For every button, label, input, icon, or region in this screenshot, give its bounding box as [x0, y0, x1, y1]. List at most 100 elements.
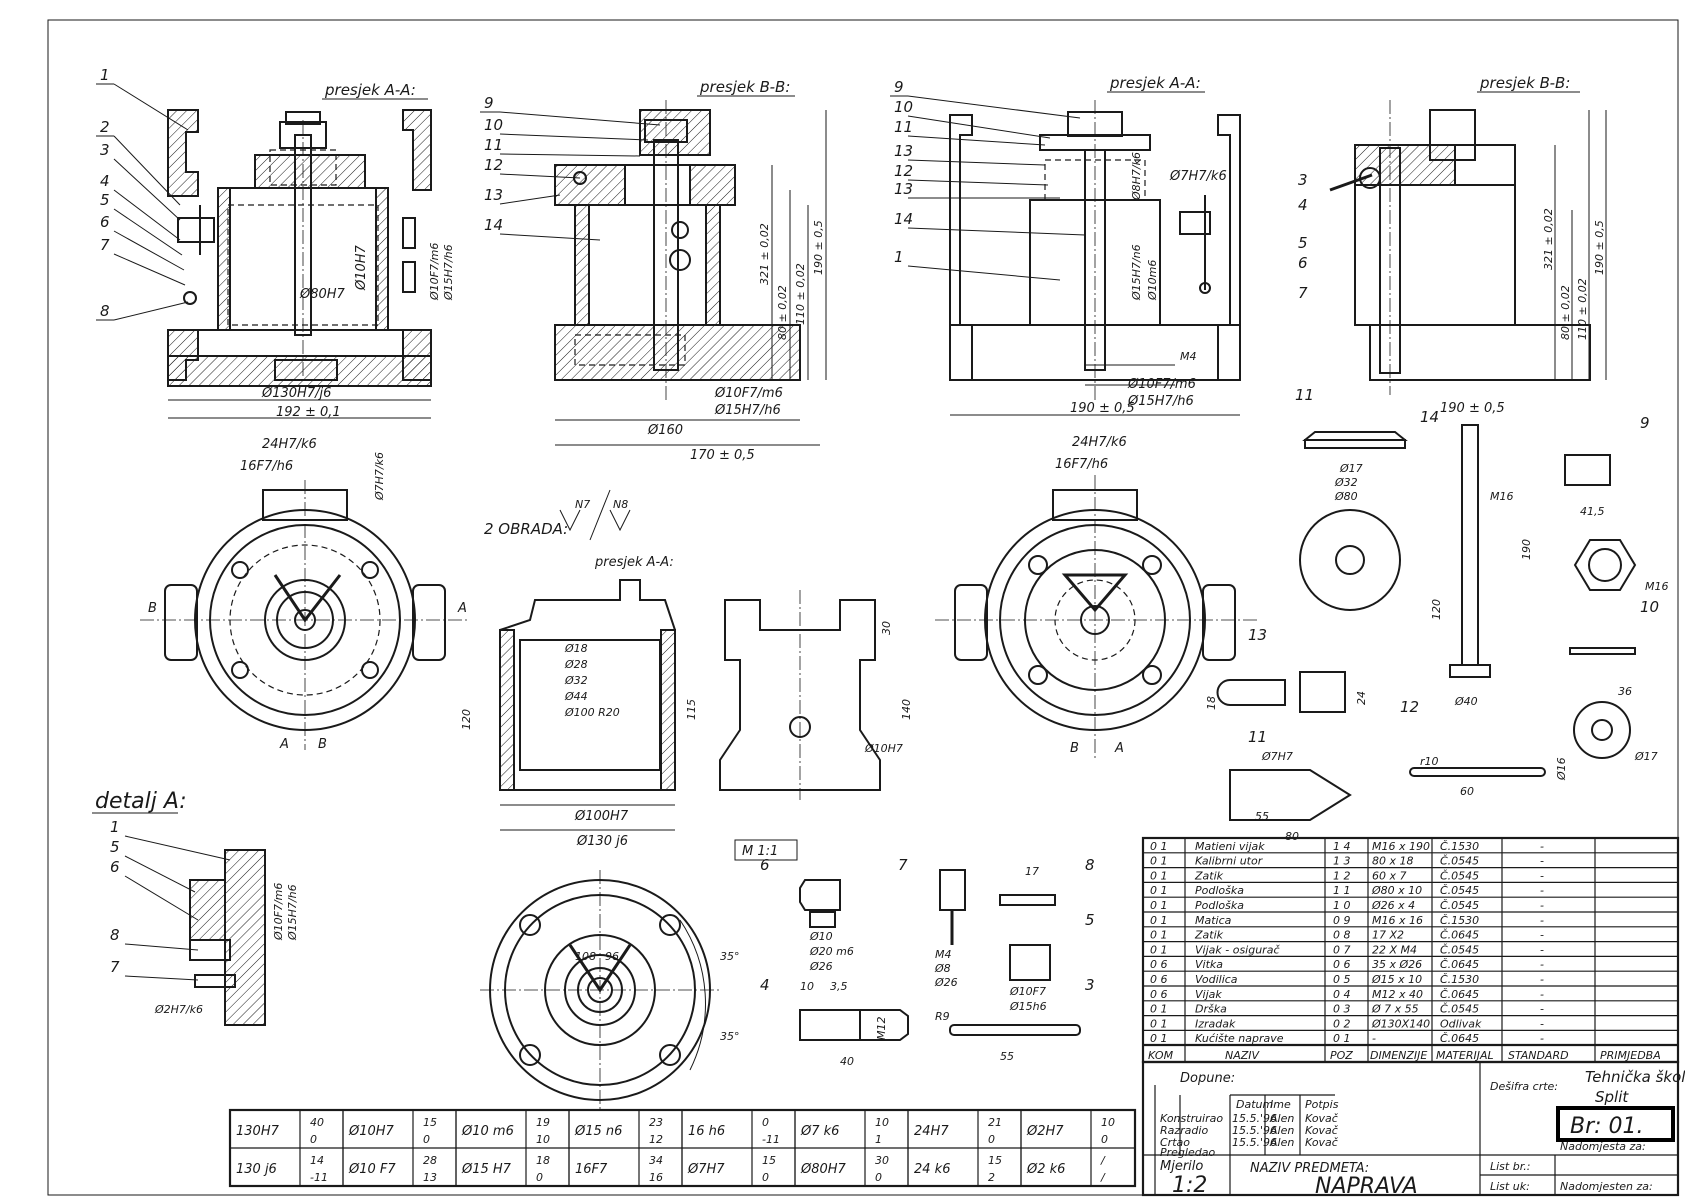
- dim-ps-ø16: Ø16: [1555, 757, 1568, 781]
- view-2-title: presjek B-B:: [699, 78, 790, 96]
- dim-v2-4: Ø15H7/h6: [714, 403, 781, 418]
- dim-v1-2: 192 ± 0,1: [276, 405, 341, 420]
- dim-v3-8: M4: [1180, 350, 1197, 363]
- dim-ps-190b: 190 ± 0,5: [1440, 401, 1505, 416]
- fit-row2-7-upper: /: [1100, 1154, 1106, 1167]
- fit-row1-6-upper: 21: [988, 1116, 1002, 1129]
- dim-ps-r10: r10: [1420, 755, 1439, 768]
- bom-row-5-kom: 0 1: [1150, 914, 1168, 927]
- view-4-title: presjek B-B:: [1479, 74, 1570, 92]
- bom-row-13-kom: 0 1: [1150, 1032, 1168, 1045]
- part-numbers-left: 1 2 3 4 5 6 7 8: [96, 66, 189, 321]
- dim-v4-3: 110 ± 0,02: [1576, 278, 1589, 340]
- fit-row1-1-lower: 0: [423, 1133, 430, 1146]
- fit-row1-6-lower: 0: [988, 1133, 995, 1146]
- tb-school-h: Dešifra crte:: [1490, 1080, 1558, 1093]
- svg-text:6: 6: [760, 856, 770, 874]
- dim-ps-41: 41,5: [1580, 505, 1605, 518]
- dim-pm-m12: M12: [875, 1017, 888, 1041]
- bom-row-7-std: -: [1540, 943, 1544, 956]
- bom-row-1-std: -: [1540, 855, 1544, 868]
- view-4-section-b-b: presjek B-B: 321 ± 0,02 80 ± 0,02 110 ± …: [1298, 74, 1607, 395]
- bom-row-4-poz: 1 0: [1333, 899, 1351, 912]
- dim-p2-1: Ø18: [564, 642, 588, 655]
- svg-text:3: 3: [1085, 976, 1095, 994]
- fit-row1-4: 16 h6: [688, 1124, 725, 1139]
- svg-text:8: 8: [1085, 856, 1095, 874]
- bom-row-13-std: -: [1540, 1032, 1544, 1045]
- dim-v1-9: Ø7H7/k6: [373, 452, 386, 501]
- tb-dopune: Dopune:: [1180, 1071, 1235, 1086]
- dim-p2-30: 30: [880, 621, 893, 635]
- fit-row2-0: 130 j6: [236, 1162, 277, 1177]
- fit-row1-4-upper: 0: [762, 1116, 769, 1129]
- svg-text:12: 12: [1400, 698, 1419, 716]
- bom-row-4-kom: 0 1: [1150, 899, 1168, 912]
- fit-row2-0-upper: 14: [310, 1154, 324, 1167]
- bom-row-0-dim: M16 x 190: [1372, 840, 1430, 853]
- bom-row-10-dim: M12 x 40: [1372, 988, 1423, 1001]
- tb-r2-c: Alen: [1269, 1124, 1294, 1137]
- part-numbers-far: 3 4 5 6 7: [1298, 171, 1308, 302]
- dim-p2-ø10h7: Ø10H7: [864, 742, 903, 755]
- bom-row-9-kom: 0 6: [1150, 973, 1168, 986]
- fit-row1-4-lower: -11: [762, 1133, 780, 1146]
- bom-row-10-poz: 0 4: [1333, 988, 1351, 1001]
- dim-p1-35a: 35°: [720, 950, 740, 963]
- bom-row-7-poz: 0 7: [1333, 943, 1351, 956]
- dim-pm-m4: M4: [935, 948, 952, 961]
- dim-ps-ø80: Ø80: [1334, 490, 1358, 503]
- dim-v1-7: Ø10F7/m6: [428, 243, 441, 301]
- svg-text:11: 11: [1248, 728, 1267, 746]
- bom-row-7-mat: Č.0545: [1440, 943, 1479, 956]
- finish-n8: N8: [613, 498, 628, 511]
- fit-row1-3-upper: 23: [649, 1116, 663, 1129]
- svg-text:5: 5: [1085, 911, 1095, 929]
- tb-part-name-h: NAZIV PREDMETA:: [1250, 1161, 1369, 1176]
- svg-text:B: B: [148, 601, 157, 616]
- tb-sheets-h: List uk:: [1490, 1180, 1530, 1193]
- fit-row2-1-lower: 13: [423, 1171, 437, 1184]
- bom-row-8-std: -: [1540, 958, 1544, 971]
- dim-p2-140: 140: [900, 699, 913, 720]
- bom-row-10-mat: Č.0645: [1440, 988, 1479, 1001]
- scale-box: M 1:1: [742, 844, 778, 859]
- pn-1: 1: [100, 66, 110, 84]
- dim-v1-6: Ø10H7: [354, 244, 369, 291]
- tb-repl1: Nadomjesta za:: [1560, 1140, 1646, 1153]
- fit-row2-4-lower: 0: [762, 1171, 769, 1184]
- bom-row-12-dim: Ø130X140: [1371, 1017, 1430, 1030]
- bom-row-4-naziv: Podloška: [1195, 899, 1244, 912]
- pn-f4: 4: [1298, 196, 1308, 214]
- dim-pm-ø15h6: Ø15h6: [1009, 1000, 1047, 1013]
- dim-v4-4: 190 ± 0,5: [1593, 220, 1606, 275]
- pn-2: 2: [100, 118, 110, 136]
- dim-ps-55: 55: [1255, 810, 1269, 823]
- dim-pm-3: Ø26: [809, 960, 833, 973]
- dim-v4-2: 80 ± 0,02: [1559, 285, 1572, 340]
- dim-ps-ø7h7: Ø7H7: [1261, 750, 1293, 763]
- fit-row2-3-lower: 16: [649, 1171, 663, 1184]
- bom-h-poz: POZ: [1330, 1049, 1353, 1062]
- fit-row2-5: Ø80H7: [800, 1162, 847, 1177]
- dim-ps-80: 80: [1285, 830, 1299, 843]
- dim-v2-2: 170 ± 0,5: [690, 448, 755, 463]
- svg-text:11: 11: [1295, 386, 1314, 404]
- dim-ps-60: 60: [1460, 785, 1474, 798]
- small-parts-mid: 6 Ø10 Ø20 m6 Ø26 10 3,5 4 40 M12 7 M4 Ø8…: [760, 856, 1095, 1068]
- bom-row-2-std: -: [1540, 869, 1544, 882]
- pn-m12: 12: [484, 156, 503, 174]
- pn-r13a: 13: [894, 142, 913, 160]
- bom-row-5-mat: Č.1530: [1440, 914, 1479, 927]
- bom-row-8-kom: 0 6: [1150, 958, 1168, 971]
- part-2-section: 2 OBRADA: N7 N8 presjek A-A: Ø100H7 Ø130…: [460, 489, 913, 849]
- bom-row-7-dim: 22 X M4: [1372, 943, 1417, 956]
- dim-v2-1: Ø160: [647, 423, 683, 438]
- bom-row-6-std: -: [1540, 929, 1544, 942]
- bom-row-9-naziv: Vodilica: [1195, 973, 1238, 986]
- detail-title: detalj A:: [95, 789, 187, 814]
- fit-row2-6-upper: 15: [988, 1154, 1002, 1167]
- dim-ps-18: 18: [1205, 696, 1218, 710]
